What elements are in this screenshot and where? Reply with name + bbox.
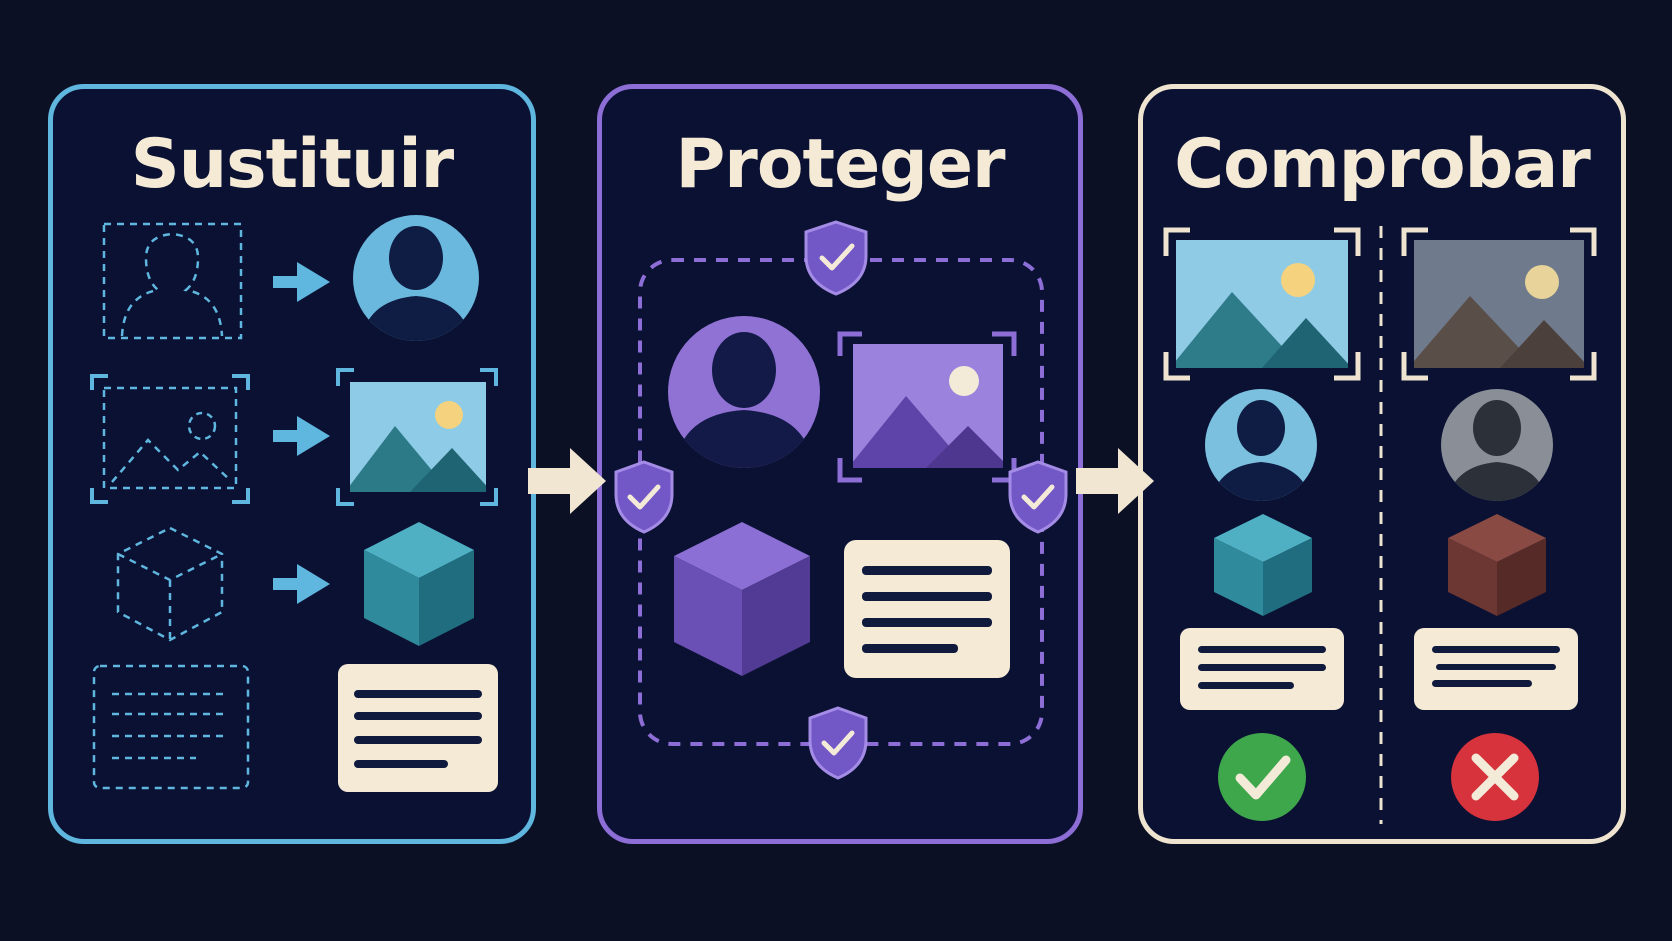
arrow-right-icon (273, 416, 330, 456)
valid-cube-icon (1214, 514, 1312, 616)
sustituir-row-person (102, 215, 479, 341)
shield-check-icon (804, 220, 868, 296)
arrow-right-icon (1076, 448, 1154, 514)
placeholder-text-icon (92, 664, 250, 790)
invalid-cube-icon (1448, 514, 1546, 616)
landscape-image-icon (336, 368, 498, 506)
placeholder-cube-icon (116, 526, 224, 642)
panel-title-sustituir: Sustituir (130, 125, 454, 204)
cube-icon (364, 522, 474, 646)
valid-person-avatar-icon (1205, 389, 1317, 501)
x-circle-icon (1451, 733, 1539, 821)
placeholder-image-icon (90, 374, 250, 504)
panel-title-proteger: Proteger (675, 125, 1005, 204)
cube-icon (674, 522, 810, 676)
invalid-person-avatar-icon (1441, 389, 1553, 501)
valid-text-card-icon (1180, 628, 1344, 710)
person-avatar-icon (353, 215, 479, 341)
sustituir-row-image (90, 368, 498, 506)
invalid-text-card-icon (1414, 628, 1578, 710)
sustituir-row-text (92, 664, 498, 792)
arrow-right-icon (273, 564, 330, 604)
text-card-icon (844, 540, 1010, 678)
invalid-landscape-image-icon (1401, 227, 1597, 381)
shield-check-icon (614, 460, 674, 534)
shield-check-icon (808, 706, 868, 780)
shield-check-icon (1008, 460, 1068, 534)
landscape-image-icon (837, 331, 1017, 483)
person-avatar-icon (668, 316, 820, 468)
text-card-icon (338, 664, 498, 792)
valid-landscape-image-icon (1163, 227, 1361, 381)
arrow-right-icon (528, 448, 606, 514)
panel-title-comprobar: Comprobar (1174, 125, 1591, 204)
sustituir-row-cube (116, 522, 474, 646)
arrow-right-icon (273, 262, 330, 302)
check-circle-icon (1218, 733, 1306, 821)
placeholder-person-icon (102, 222, 243, 340)
